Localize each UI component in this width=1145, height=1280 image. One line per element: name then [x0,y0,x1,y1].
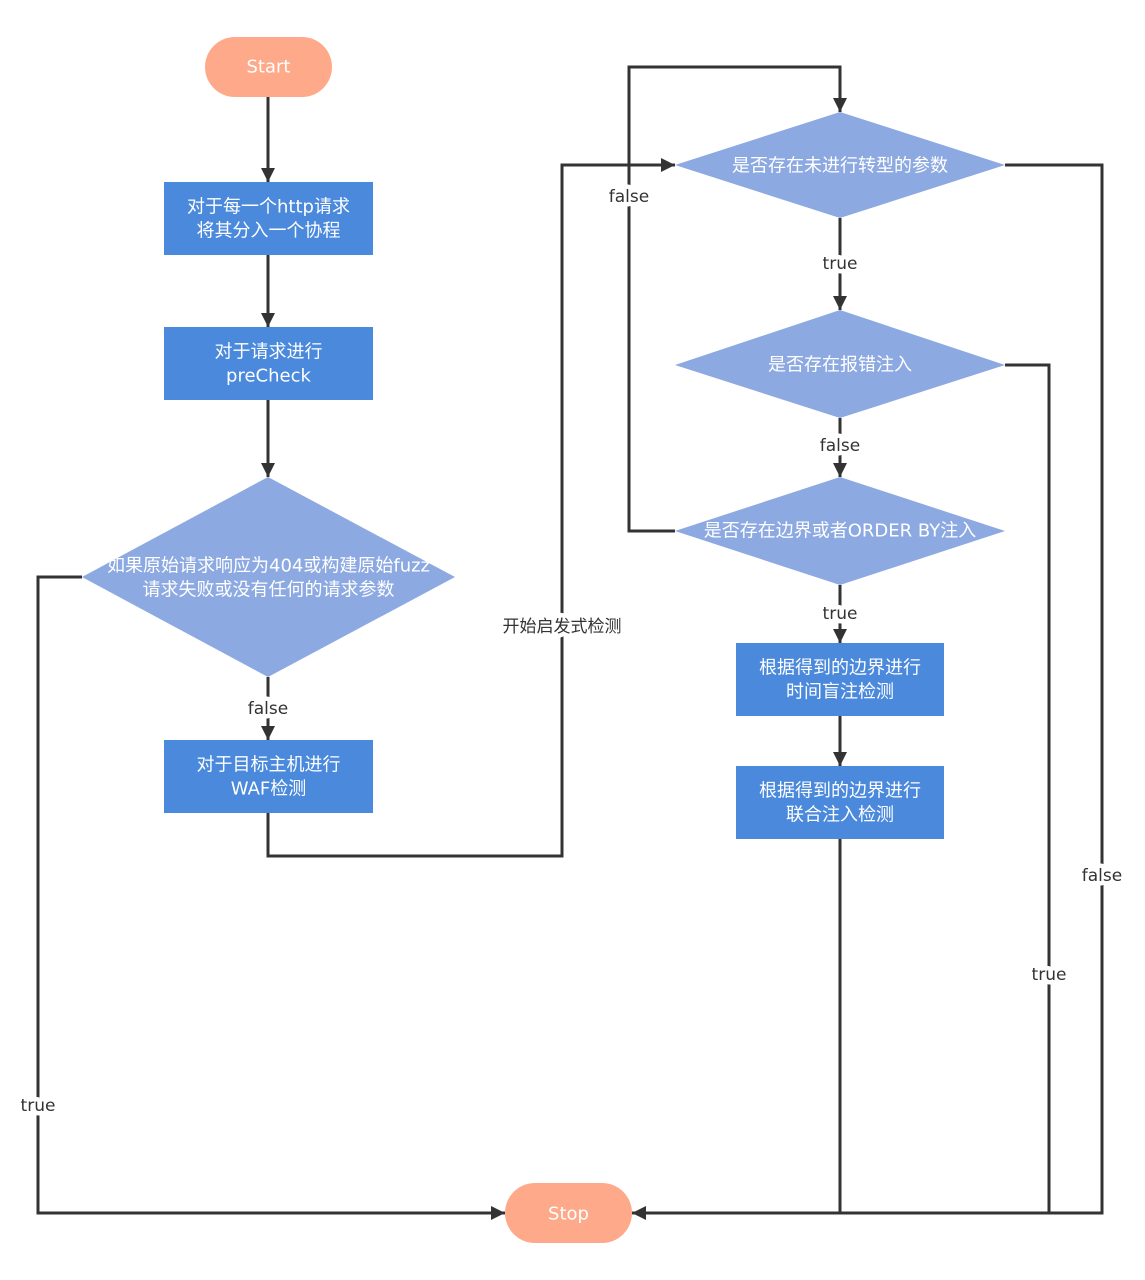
process-waf-check-line-1: 对于目标主机进行 [197,755,341,776]
edge-label-boundary-check-false: false [609,187,649,207]
edge-label-heuristic-start: 开始启发式检测 [503,617,622,637]
edge-label-request-check-true: true [21,1096,56,1116]
process-precheck-line-2: preCheck [226,366,311,387]
stop-terminal-shape [505,1183,632,1243]
decision-boundary-check-label: 是否存在边界或者ORDER BY注入 [704,521,977,542]
edge-label-param-check-true: true [823,254,858,274]
decision-error-check-shape [675,310,1005,418]
edge-label-error-check-false: false [820,436,860,456]
edge-param-check-false-to-stop [632,163,1104,1220]
edge-label-boundary-check-true: true [823,604,858,624]
stop-label: Stop [548,1204,589,1225]
process-time-blind-shape [736,643,944,716]
process-time-blind-line-2: 时间盲注检测 [786,682,894,703]
process-precheck-line-1: 对于请求进行 [215,342,323,363]
process-time-blind: 根据得到的边界进行 时间盲注检测 [736,643,944,716]
edge-boundary-check-false-loop [627,65,847,533]
edge-labels: false true 开始启发式检测 false true false true… [16,183,1127,1121]
decision-request-check: 如果原始请求响应为404或构建原始fuzz 请求失败或没有任何的请求参数 [82,477,455,677]
edge-error-check-true-to-stop [1005,363,1051,1213]
process-split-coroutine-shape [164,182,373,255]
start-label: Start [247,57,291,78]
edge-label-param-check-false: false [1082,866,1122,886]
decision-error-check: 是否存在报错注入 [675,310,1005,418]
edge-label-error-check-true: true [1032,965,1067,985]
process-split-coroutine-line-1: 对于每一个http请求 [187,197,350,218]
process-union-injection: 根据得到的边界进行 联合注入检测 [736,766,944,839]
decision-error-check-label: 是否存在报错注入 [768,355,912,376]
edge-request-check-true-to-stop [36,575,505,1220]
decision-param-check-label: 是否存在未进行转型的参数 [732,156,948,177]
decision-param-check: 是否存在未进行转型的参数 [675,112,1005,218]
process-precheck: 对于请求进行 preCheck [164,327,373,400]
process-waf-check-shape [164,740,373,813]
stop-terminal: Stop [505,1183,632,1243]
connectors [36,65,1104,1220]
process-union-injection-line-2: 联合注入检测 [786,805,894,826]
edge-waf-to-param-check [266,158,675,858]
process-split-coroutine: 对于每一个http请求 将其分入一个协程 [164,182,373,255]
start-terminal: Start [205,37,332,97]
decision-boundary-check-shape [675,477,1005,585]
process-waf-check-line-2: WAF检测 [231,779,306,800]
decision-request-check-line-1: 如果原始请求响应为404或构建原始fuzz [107,556,430,577]
decision-param-check-shape [675,112,1005,218]
process-split-coroutine-line-2: 将其分入一个协程 [197,221,341,242]
edge-label-request-check-false: false [248,699,288,719]
decision-request-check-line-2: 请求失败或没有任何的请求参数 [143,580,395,601]
process-waf-check: 对于目标主机进行 WAF检测 [164,740,373,813]
process-union-injection-line-1: 根据得到的边界进行 [759,781,921,802]
process-precheck-shape [164,327,373,400]
decision-request-check-shape [82,477,455,677]
start-terminal-shape [205,37,332,97]
process-union-injection-shape [736,766,944,839]
process-time-blind-line-1: 根据得到的边界进行 [759,658,921,679]
decision-boundary-check: 是否存在边界或者ORDER BY注入 [675,477,1005,585]
